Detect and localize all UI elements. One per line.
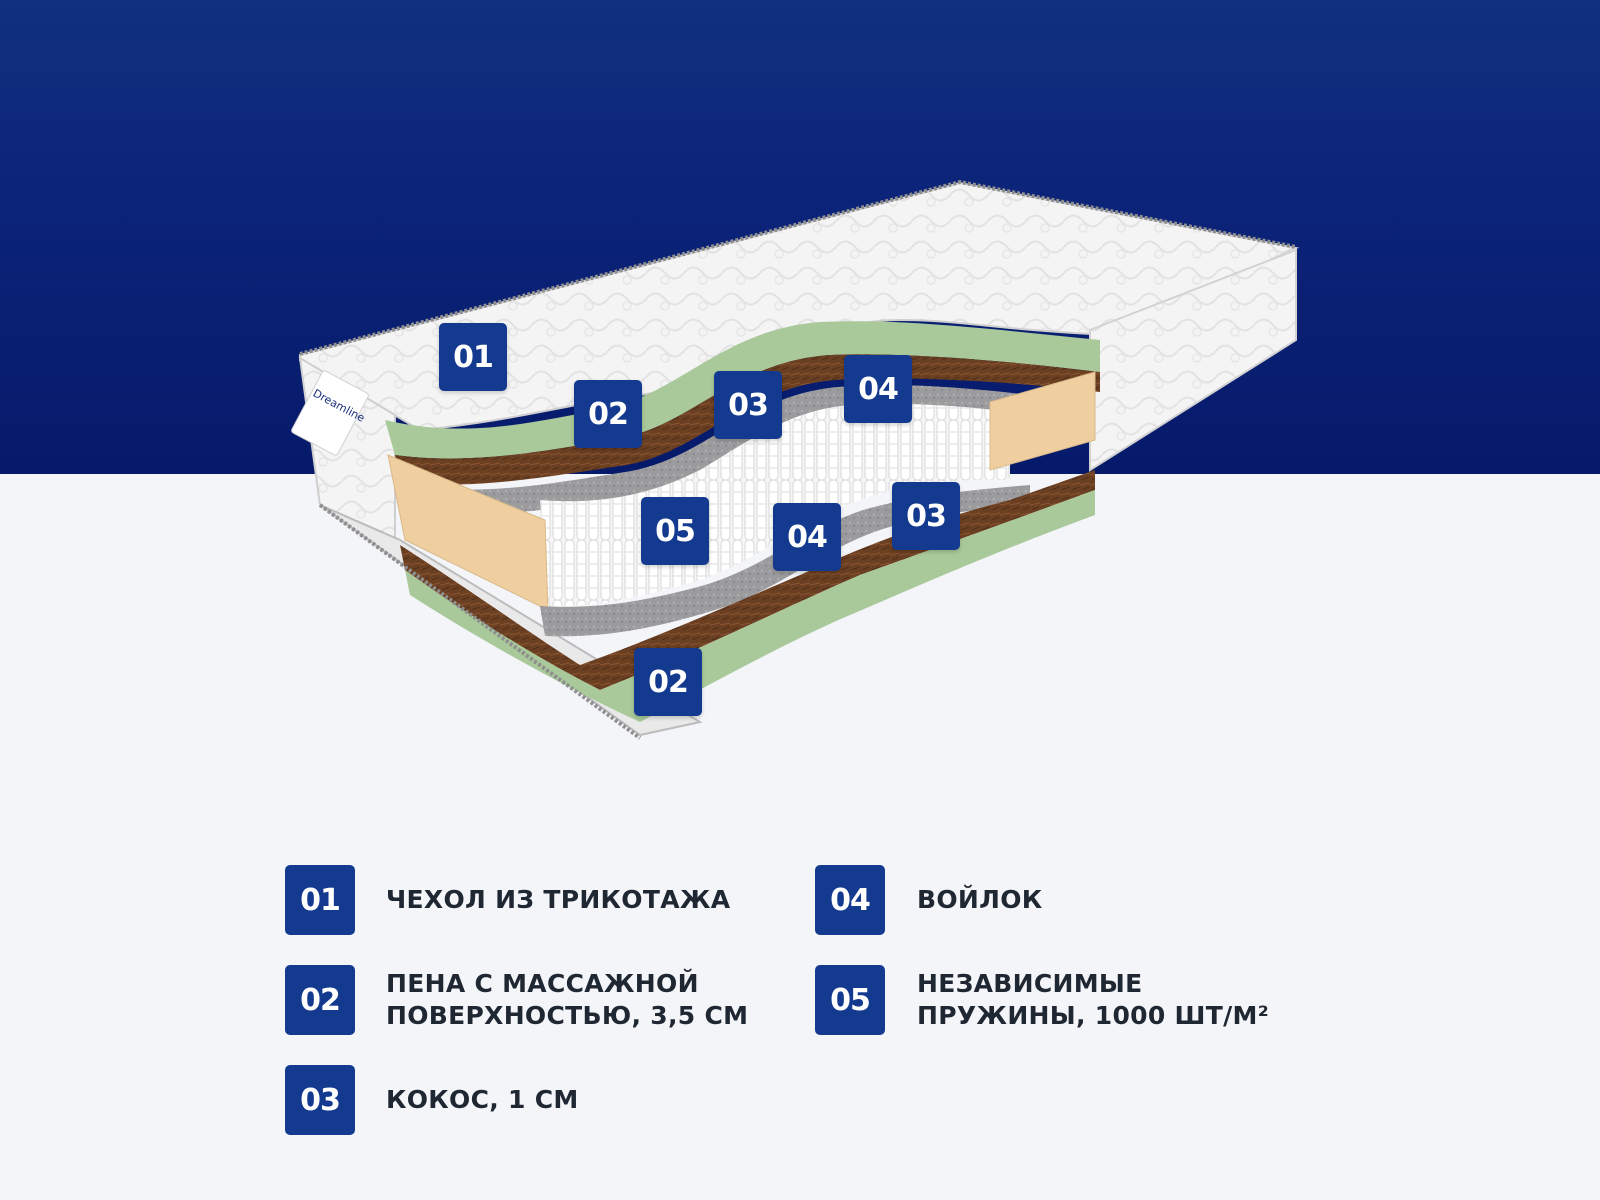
- callout-badge: 03: [714, 371, 782, 439]
- layer-felt-top: [430, 385, 1030, 514]
- callout-badge: 01: [439, 323, 507, 391]
- callout-badge: 05: [641, 497, 709, 565]
- legend-badge: 02: [285, 965, 355, 1035]
- dreamline-logo: Dreamline: [291, 370, 369, 456]
- legend-badge: 04: [815, 865, 885, 935]
- legend-badge: 03: [285, 1065, 355, 1135]
- layer-perimeter-right: [989, 371, 1096, 471]
- callout-badge: 03: [892, 482, 960, 550]
- layer-foam-top: [385, 321, 1100, 459]
- legend-label: НЕЗАВИСИМЫЕ ПРУЖИНЫ, 1000 ШТ/М²: [917, 969, 1269, 1030]
- callout-badge: 02: [574, 380, 642, 448]
- legend-label: ВОЙЛОК: [917, 885, 1043, 914]
- legend-label: ПЕНА С МАССАЖНОЙ ПОВЕРХНОСТЬЮ, 3,5 СМ: [386, 969, 749, 1030]
- legend-badge: 01: [285, 865, 355, 935]
- legend-label: ЧЕХОЛ ИЗ ТРИКОТАЖА: [386, 885, 731, 914]
- layer-coconut-top: [395, 354, 1100, 485]
- mattress-piping-bottom: [318, 503, 642, 740]
- callout-badge: 02: [634, 648, 702, 716]
- layer-perimeter-left: [387, 454, 549, 611]
- legend-badge: 05: [815, 965, 885, 1035]
- callout-badge: 04: [844, 355, 912, 423]
- legend-label: КОКОС, 1 СМ: [386, 1085, 579, 1114]
- callout-badge: 04: [773, 503, 841, 571]
- mattress-illustration: Dreamline: [291, 179, 1300, 740]
- mattress-piping-top: [299, 179, 1297, 356]
